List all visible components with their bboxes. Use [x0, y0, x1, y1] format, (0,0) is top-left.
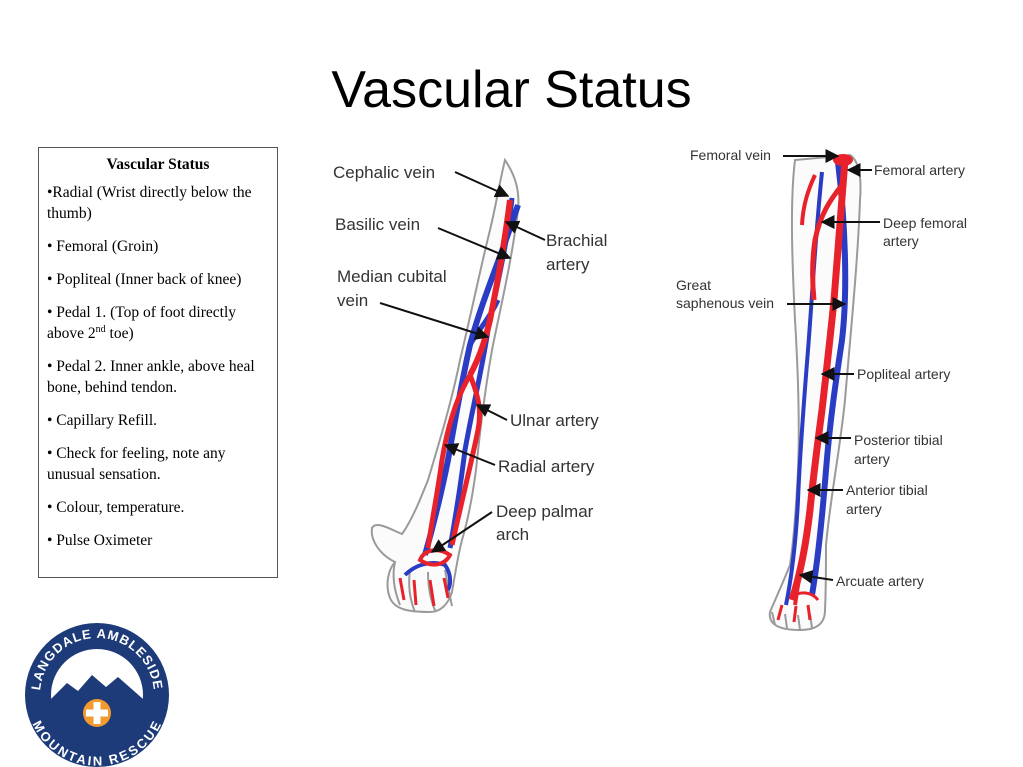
list-item-popliteal: • Popliteal (Inner back of knee)	[47, 271, 242, 288]
pedal-1-text: • Pedal 1. (Top of foot directly above 2	[47, 304, 237, 342]
list-item-pedal-1: • Pedal 1. (Top of foot directly above 2…	[47, 302, 269, 344]
femoral-vein-path	[809, 161, 849, 596]
label-ulnar-artery: Ulnar artery	[510, 411, 599, 430]
info-box-heading: Vascular Status	[106, 156, 210, 173]
label-median-cubital-line2: vein	[337, 291, 368, 310]
arcuate-artery-path	[776, 591, 820, 623]
label-cephalic-vein: Cephalic vein	[333, 163, 435, 182]
pedal-1-suffix: toe)	[105, 325, 134, 342]
deep-palmar-arch-pointer	[430, 511, 493, 553]
basilic-vein-pointer	[437, 227, 512, 260]
ulnar-artery-path	[449, 374, 483, 546]
deep-palmar-arch-path	[417, 548, 453, 567]
list-item-femoral: • Femoral (Groin)	[47, 238, 159, 255]
median-cubital-pointer	[379, 302, 490, 340]
label-basilic-vein: Basilic vein	[335, 215, 420, 234]
femoral-left-branch-path	[800, 174, 817, 226]
label-deep-femoral-line2: artery	[883, 233, 919, 249]
label-great-saphenous-line2: saphenous vein	[676, 295, 774, 311]
label-popliteal-artery: Popliteal artery	[857, 366, 950, 382]
label-femoral-vein: Femoral vein	[690, 147, 771, 163]
label-anterior-tibial-line1: Anterior tibial	[846, 482, 928, 498]
cephalic-vein-path	[422, 204, 521, 556]
list-item-pedal-2: • Pedal 2. Inner ankle, above heal bone,…	[47, 358, 255, 396]
list-item-check-feeling: • Check for feeling, note any unusual se…	[47, 445, 226, 483]
label-anterior-tibial-line2: artery	[846, 501, 882, 517]
label-posterior-tibial-line1: Posterior tibial	[854, 432, 943, 448]
ulnar-artery-pointer	[475, 404, 508, 421]
arm-outline	[370, 157, 520, 614]
label-deep-femoral-line1: Deep femoral	[883, 215, 967, 231]
radial-artery-pointer	[443, 443, 496, 466]
arcuate-artery-pointer	[798, 569, 834, 584]
brachial-artery-pointer	[504, 220, 546, 241]
list-item-capillary-refill: • Capillary Refill.	[47, 412, 158, 429]
label-femoral-artery: Femoral artery	[874, 162, 965, 178]
label-deep-palmar-arch-line2: arch	[496, 525, 529, 544]
label-brachial-artery-line1: Brachial	[546, 231, 607, 250]
deep-femoral-artery-path	[810, 183, 844, 301]
cephalic-vein-pointer	[454, 171, 510, 198]
label-radial-artery: Radial artery	[498, 457, 595, 476]
pedal-1-superscript: nd	[95, 323, 106, 335]
vascular-status-box: Vascular Status •Radial (Wrist directly …	[38, 147, 278, 578]
label-deep-palmar-arch-line1: Deep palmar	[496, 502, 594, 521]
list-item-radial: •Radial (Wrist directly below the thumb)	[47, 184, 252, 222]
langdale-ambleside-mountain-rescue-logo: LANGDALE AMBLESIDE MOUNTAIN RESCUE	[25, 623, 169, 767]
label-brachial-artery-line2: artery	[546, 255, 590, 274]
radial-artery-path	[425, 373, 473, 549]
label-great-saphenous-line1: Great	[676, 277, 711, 293]
logo-cross-horizontal	[86, 709, 108, 717]
list-item-colour-temperature: • Colour, temperature.	[47, 499, 185, 516]
label-posterior-tibial-line2: artery	[854, 451, 890, 467]
list-item-pulse-oximeter: • Pulse Oximeter	[47, 532, 153, 549]
hand-vein-path	[403, 561, 453, 591]
leg-toes-outline	[771, 611, 813, 631]
label-median-cubital-line1: Median cubital	[337, 267, 447, 286]
hand-fingers-outline	[392, 561, 453, 613]
finger-arteries-path	[398, 577, 450, 607]
slide-title: Vascular Status	[331, 61, 692, 119]
label-arcuate-artery: Arcuate artery	[836, 573, 924, 589]
